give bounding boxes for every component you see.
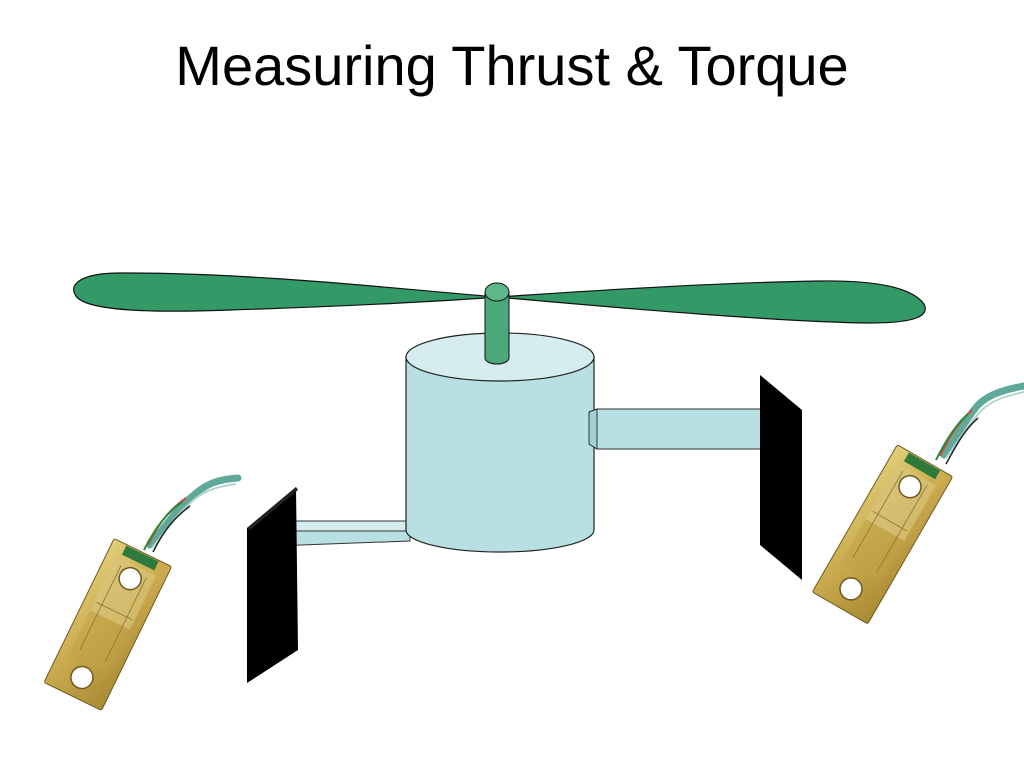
motor-shaft [484,282,510,365]
left-support-plate [247,487,298,683]
right-load-cell [812,382,1024,624]
right-support-arm [588,408,778,450]
left-load-cell [44,474,242,711]
propeller [73,272,926,324]
motor [405,332,595,553]
right-support-plate [760,375,802,580]
slide-title: Measuring Thrust & Torque [175,34,849,97]
